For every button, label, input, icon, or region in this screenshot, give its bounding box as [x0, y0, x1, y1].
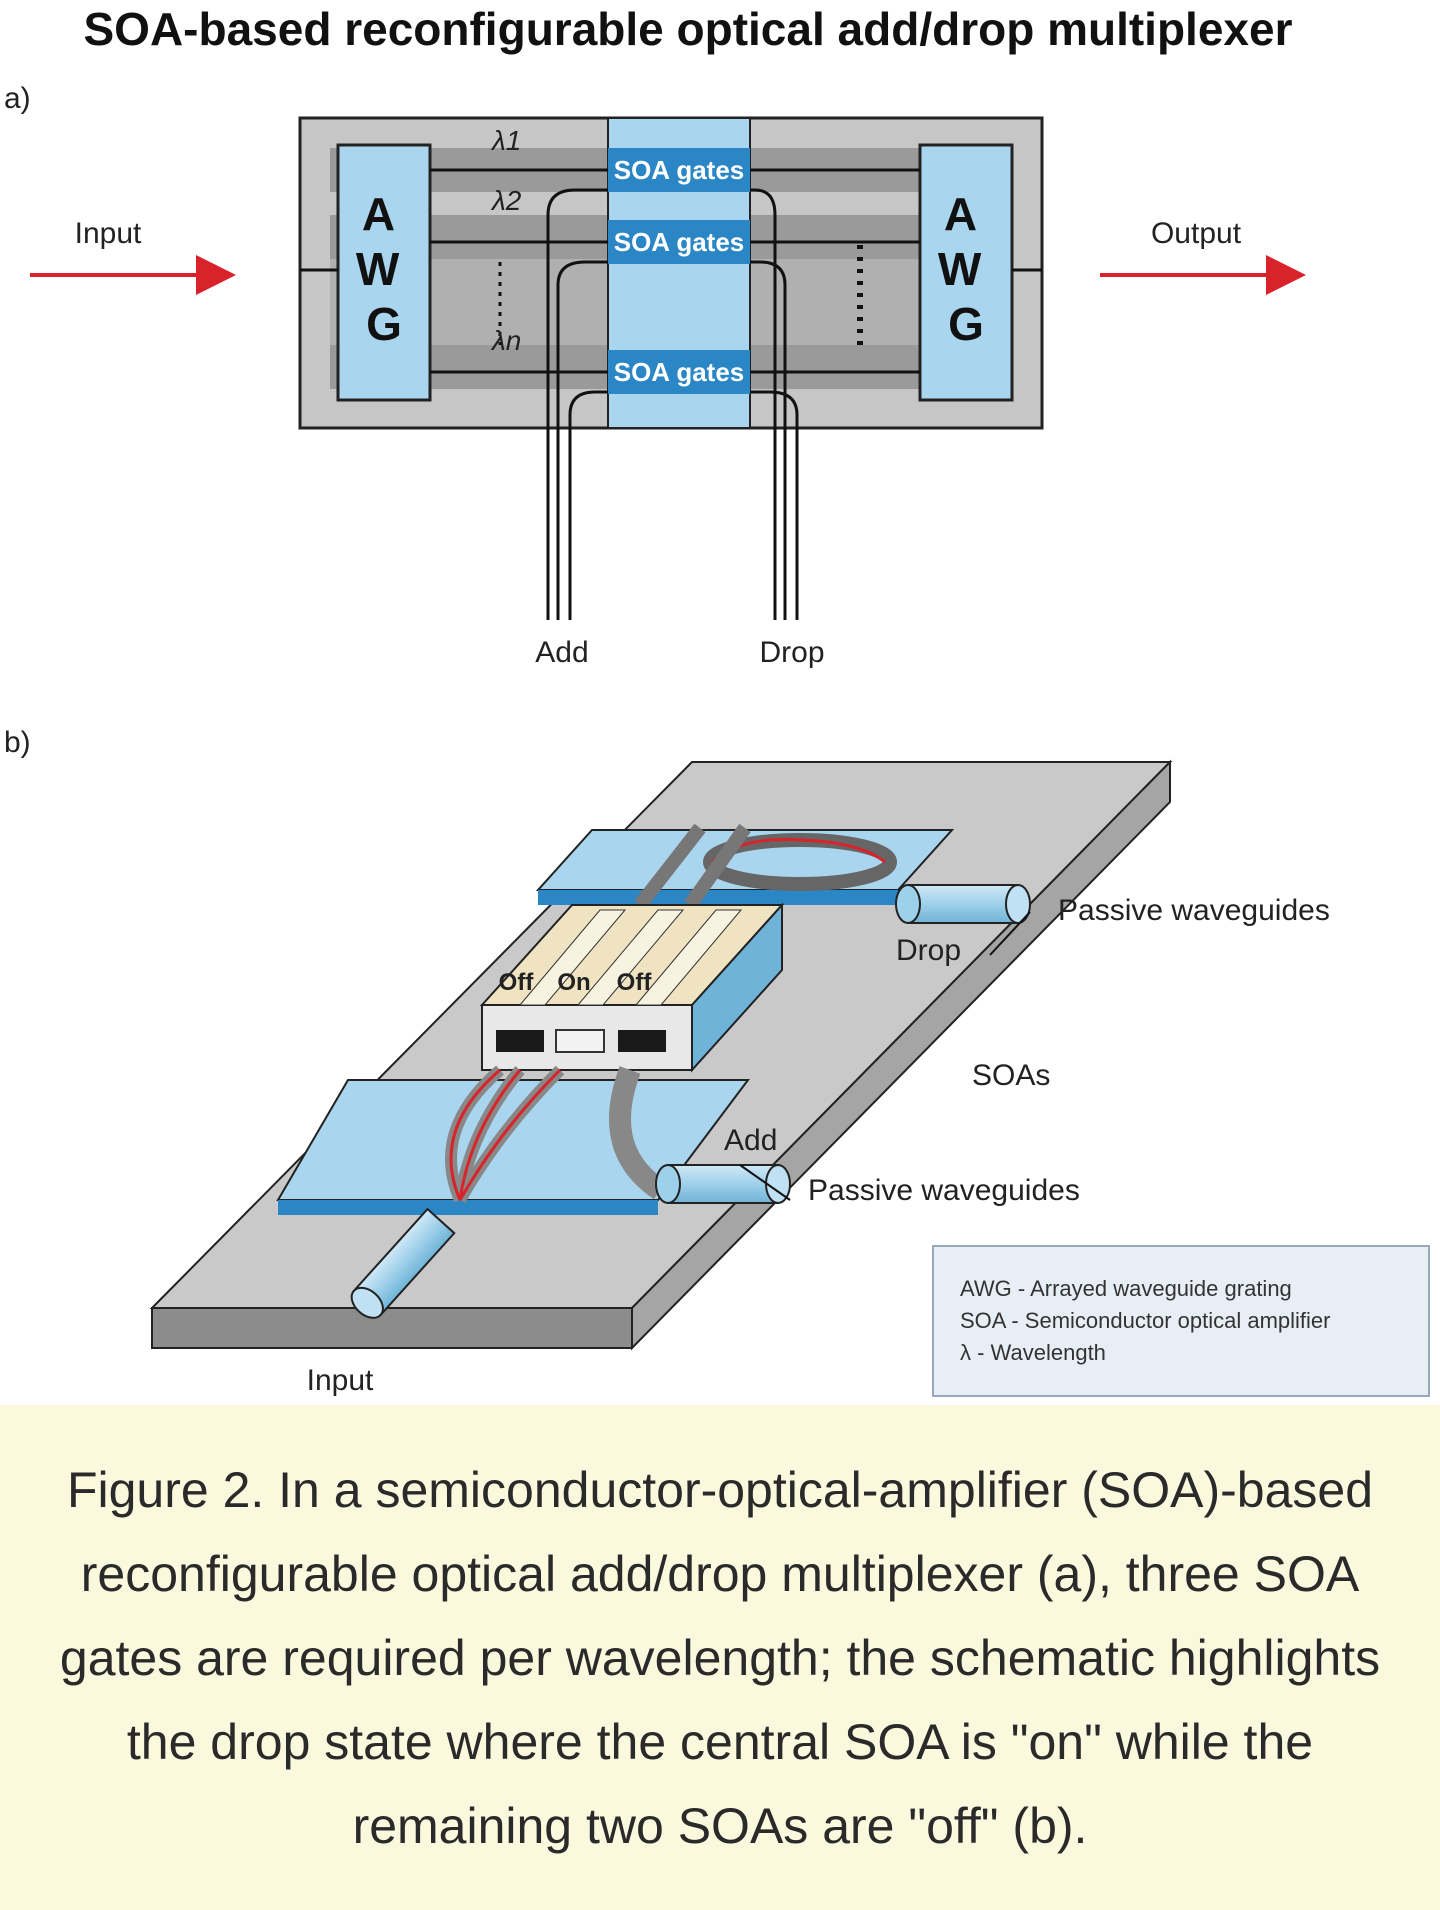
panel-b-diagram — [149, 759, 1430, 1397]
panel-a-label: a) — [4, 82, 31, 115]
switch-state-2: On — [557, 969, 590, 996]
input-label-a: Input — [75, 217, 142, 250]
lambda-1-label: λ1 — [490, 125, 521, 156]
panel-a-diagram — [298, 116, 1044, 620]
soa-gate-label-1: SOA gates — [614, 155, 745, 185]
passive-waveguides-bottom-label: Passive waveguides — [808, 1174, 1080, 1207]
output-label-a: Output — [1151, 217, 1242, 250]
switch-state-1: Off — [499, 969, 535, 996]
add-label-b: Add — [724, 1124, 777, 1157]
panel-b-label: b) — [4, 726, 31, 759]
passive-waveguides-top-label: Passive waveguides — [1058, 894, 1330, 927]
switch-state-3: Off — [617, 969, 653, 996]
lambda-2-label: λ2 — [490, 185, 522, 216]
soas-label: SOAs — [972, 1059, 1050, 1092]
legend-line-1: AWG - Arrayed waveguide grating — [960, 1276, 1292, 1301]
input-label-b: Input — [307, 1364, 374, 1397]
drop-label-b: Drop — [896, 934, 961, 967]
lambda-n-label: λn — [490, 325, 521, 356]
drop-label-a: Drop — [759, 636, 824, 669]
figure-caption: Figure 2. In a semiconductor-optical-amp… — [59, 1461, 1381, 1854]
add-label-a: Add — [535, 636, 588, 669]
figure-title: SOA-based reconfigurable optical add/dro… — [84, 3, 1293, 55]
awg-left-label: A W G — [356, 188, 412, 350]
awg-right-label: A W G — [938, 188, 994, 350]
soa-gate-label-2: SOA gates — [614, 227, 745, 257]
figure-diagram: SOA-based reconfigurable optical add/dro… — [4, 3, 1430, 1397]
figure-caption-panel: Figure 2. In a semiconductor-optical-amp… — [0, 1405, 1440, 1910]
soa-gate-label-3: SOA gates — [614, 357, 745, 387]
legend-line-3: λ - Wavelength — [960, 1340, 1106, 1365]
legend-line-2: SOA - Semiconductor optical amplifier — [960, 1308, 1331, 1333]
